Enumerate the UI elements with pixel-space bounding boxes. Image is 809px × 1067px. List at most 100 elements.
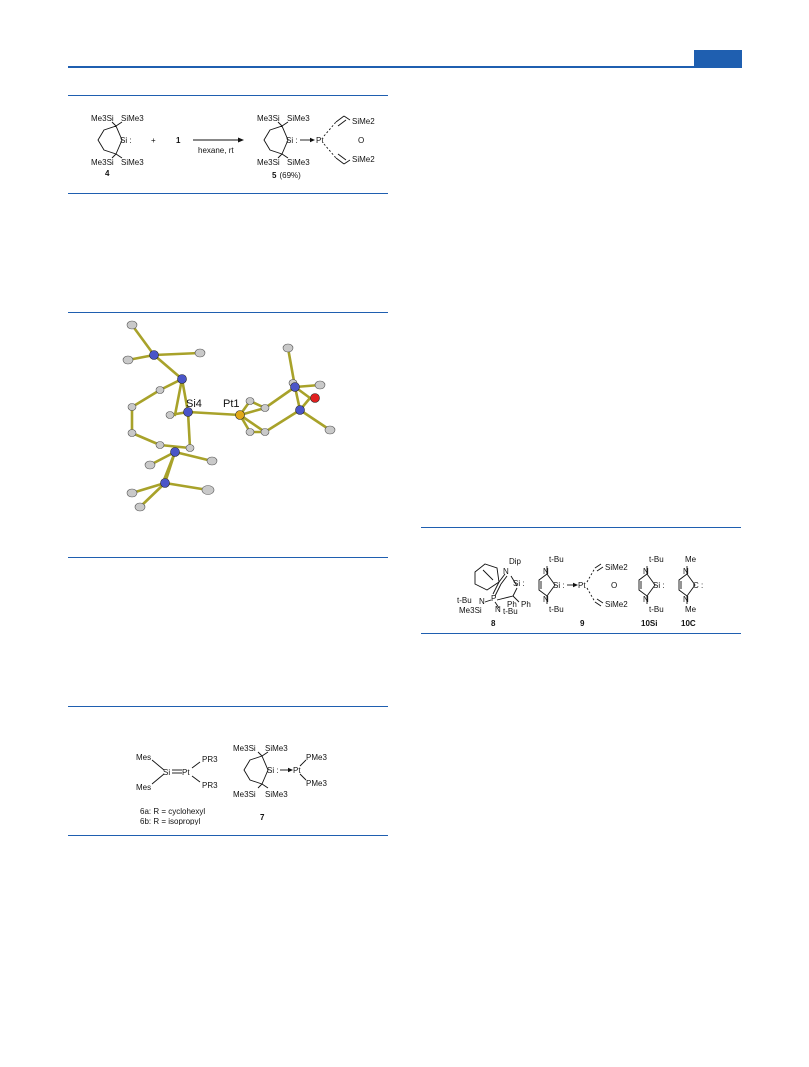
- compound-7-pme3-bottom: PMe3: [306, 779, 327, 788]
- chart-6-7: Mes Si Pt PR3 Mes PR3 6a: R = cyclohexyl…: [136, 744, 327, 825]
- reagent-4-number: 4: [105, 169, 110, 178]
- compound-7-pme3-top: PMe3: [306, 753, 327, 762]
- molecular-structure-figure: Si4 Pt1: [122, 320, 336, 512]
- compound-10si-n-bottom: N: [643, 595, 649, 604]
- compound-8-ph2: Ph: [521, 600, 531, 609]
- compound-10si-number: 10Si: [641, 619, 657, 628]
- compound-8-n-right: N: [495, 605, 501, 614]
- reaction-arrow: [193, 137, 244, 143]
- compound-6a-caption: 6a: R = cyclohexyl: [140, 807, 205, 816]
- compound-7-bonds: [243, 751, 307, 789]
- compound-10si-tbu-top: t-Bu: [649, 555, 664, 564]
- compound-8-n-top: N: [503, 567, 509, 576]
- reagent-4-bottom-left: Me3Si: [91, 158, 114, 167]
- compound-7-si: Si :: [267, 766, 279, 775]
- compound-9-simez-bottom: SiMe2: [605, 600, 628, 609]
- compound-6-mes-bottom: Mes: [136, 783, 151, 792]
- compound-10c-number: 10C: [681, 619, 696, 628]
- product-5-top-right: SiMe3: [287, 114, 310, 123]
- compound-9-tbu-top: t-Bu: [549, 555, 564, 564]
- compound-7-dative-arrowhead: [288, 767, 293, 773]
- product-5-top-left: Me3Si: [257, 114, 280, 123]
- compound-9-dative-arrowhead: [573, 582, 578, 588]
- compound-9-number: 9: [580, 619, 585, 628]
- compound-8-n-left: N: [479, 597, 485, 606]
- reagent-4-si: Si :: [120, 136, 132, 145]
- compound-8-dip: Dip: [509, 557, 522, 566]
- si4-label: Si4: [186, 398, 202, 410]
- compound-10si-n-top: N: [643, 567, 649, 576]
- compound-8-number: 8: [491, 619, 496, 628]
- product-5-simez-bottom: SiMe2: [352, 155, 375, 164]
- compound-10c-n-bottom: N: [683, 595, 689, 604]
- scheme-bottom-rule: [68, 193, 388, 194]
- compound-8-ph1: Ph: [507, 600, 517, 609]
- chart8-top-rule: [421, 527, 741, 528]
- compound-6-pr3-top: PR3: [202, 755, 218, 764]
- product-5-si: Si :: [286, 136, 298, 145]
- compound-7-pt: Pt: [293, 766, 301, 775]
- carbon-atoms: [122, 320, 336, 512]
- product-5-dative-arrowhead: [310, 137, 315, 143]
- compound-9-simez-top: SiMe2: [605, 563, 628, 572]
- compound-7-top-right: SiMe3: [265, 744, 288, 753]
- compound-10c-c: C :: [693, 581, 703, 590]
- chart6-bottom-rule: [68, 835, 388, 836]
- compound-7-bottom-left: Me3Si: [233, 790, 256, 799]
- compound-8-si: Si :: [513, 579, 525, 588]
- compound-8-p: P: [491, 594, 496, 603]
- chart6-top-rule: [68, 706, 388, 707]
- compound-10c-me-top: Me: [685, 555, 697, 564]
- product-5-structure: [263, 115, 351, 165]
- compound-6b-caption: 6b: R = isopropyl: [140, 817, 200, 825]
- reagent-4-top-right: SiMe3: [121, 114, 144, 123]
- header-tab: [694, 50, 742, 67]
- compound-10c-n-top: N: [683, 567, 689, 576]
- bonds: [126, 323, 332, 509]
- compound-8-tbu-left: t-Bu: [457, 596, 472, 605]
- product-5-bottom-left: Me3Si: [257, 158, 280, 167]
- chart8-bottom-rule: [421, 633, 741, 634]
- compound-9-bonds: [538, 563, 604, 607]
- compound-7-bottom-right: SiMe3: [265, 790, 288, 799]
- compound-6-bonds: [151, 759, 201, 785]
- platinum-atom: [235, 410, 245, 420]
- scheme-top-rule: [68, 95, 388, 96]
- product-5-bottom-right: SiMe3: [287, 158, 310, 167]
- compound-9-n-bottom: N: [543, 595, 549, 604]
- figure-top-rule: [68, 312, 388, 313]
- compound-6-mes-top: Mes: [136, 753, 151, 762]
- compound-9-o: O: [611, 581, 617, 590]
- compound-10si-si: Si :: [653, 581, 665, 590]
- compound-9-tbu-bottom: t-Bu: [549, 605, 564, 614]
- compound-10si-tbu-bottom: t-Bu: [649, 605, 664, 614]
- compound-7-number: 7: [260, 813, 265, 822]
- silicon-atoms: [149, 350, 305, 488]
- compound-6-pr3-bottom: PR3: [202, 781, 218, 790]
- compound-7-top-left: Me3Si: [233, 744, 256, 753]
- product-5-o: O: [358, 136, 364, 145]
- compound-9-si: Si :: [553, 581, 565, 590]
- compound-6-pt: Pt: [182, 768, 190, 777]
- compound-8-tbu-bottom: t-Bu: [503, 607, 518, 616]
- header-rule: [68, 66, 742, 68]
- compound-6-si: Si: [163, 768, 170, 777]
- compound-9-n-top: N: [543, 567, 549, 576]
- compound-8-me3si: Me3Si: [459, 606, 482, 615]
- reagent-4-ring: [97, 121, 123, 159]
- compound-10c-me-bottom: Me: [685, 605, 697, 614]
- reaction-scheme: Me3Si SiMe3 Si : Me3Si SiMe3 4 + 1 hexan…: [91, 114, 375, 180]
- compound-8-bonds: [474, 563, 520, 609]
- compound-10c-bonds: [678, 566, 696, 604]
- chart-8-9-10: Dip N Si : P t-Bu N N Me3Si Ph Ph t-Bu 8…: [457, 555, 703, 628]
- compound-10si-bonds: [638, 566, 656, 604]
- product-5-pt: Pt: [316, 136, 324, 145]
- product-5-number: 5(69%): [272, 171, 301, 180]
- plus-sign: +: [151, 136, 156, 145]
- reagent-4-top-left: Me3Si: [91, 114, 114, 123]
- pt1-label: Pt1: [223, 398, 240, 410]
- product-5-simez-top: SiMe2: [352, 117, 375, 126]
- reactant-1-number: 1: [176, 136, 181, 145]
- oxygen-atom: [310, 393, 320, 403]
